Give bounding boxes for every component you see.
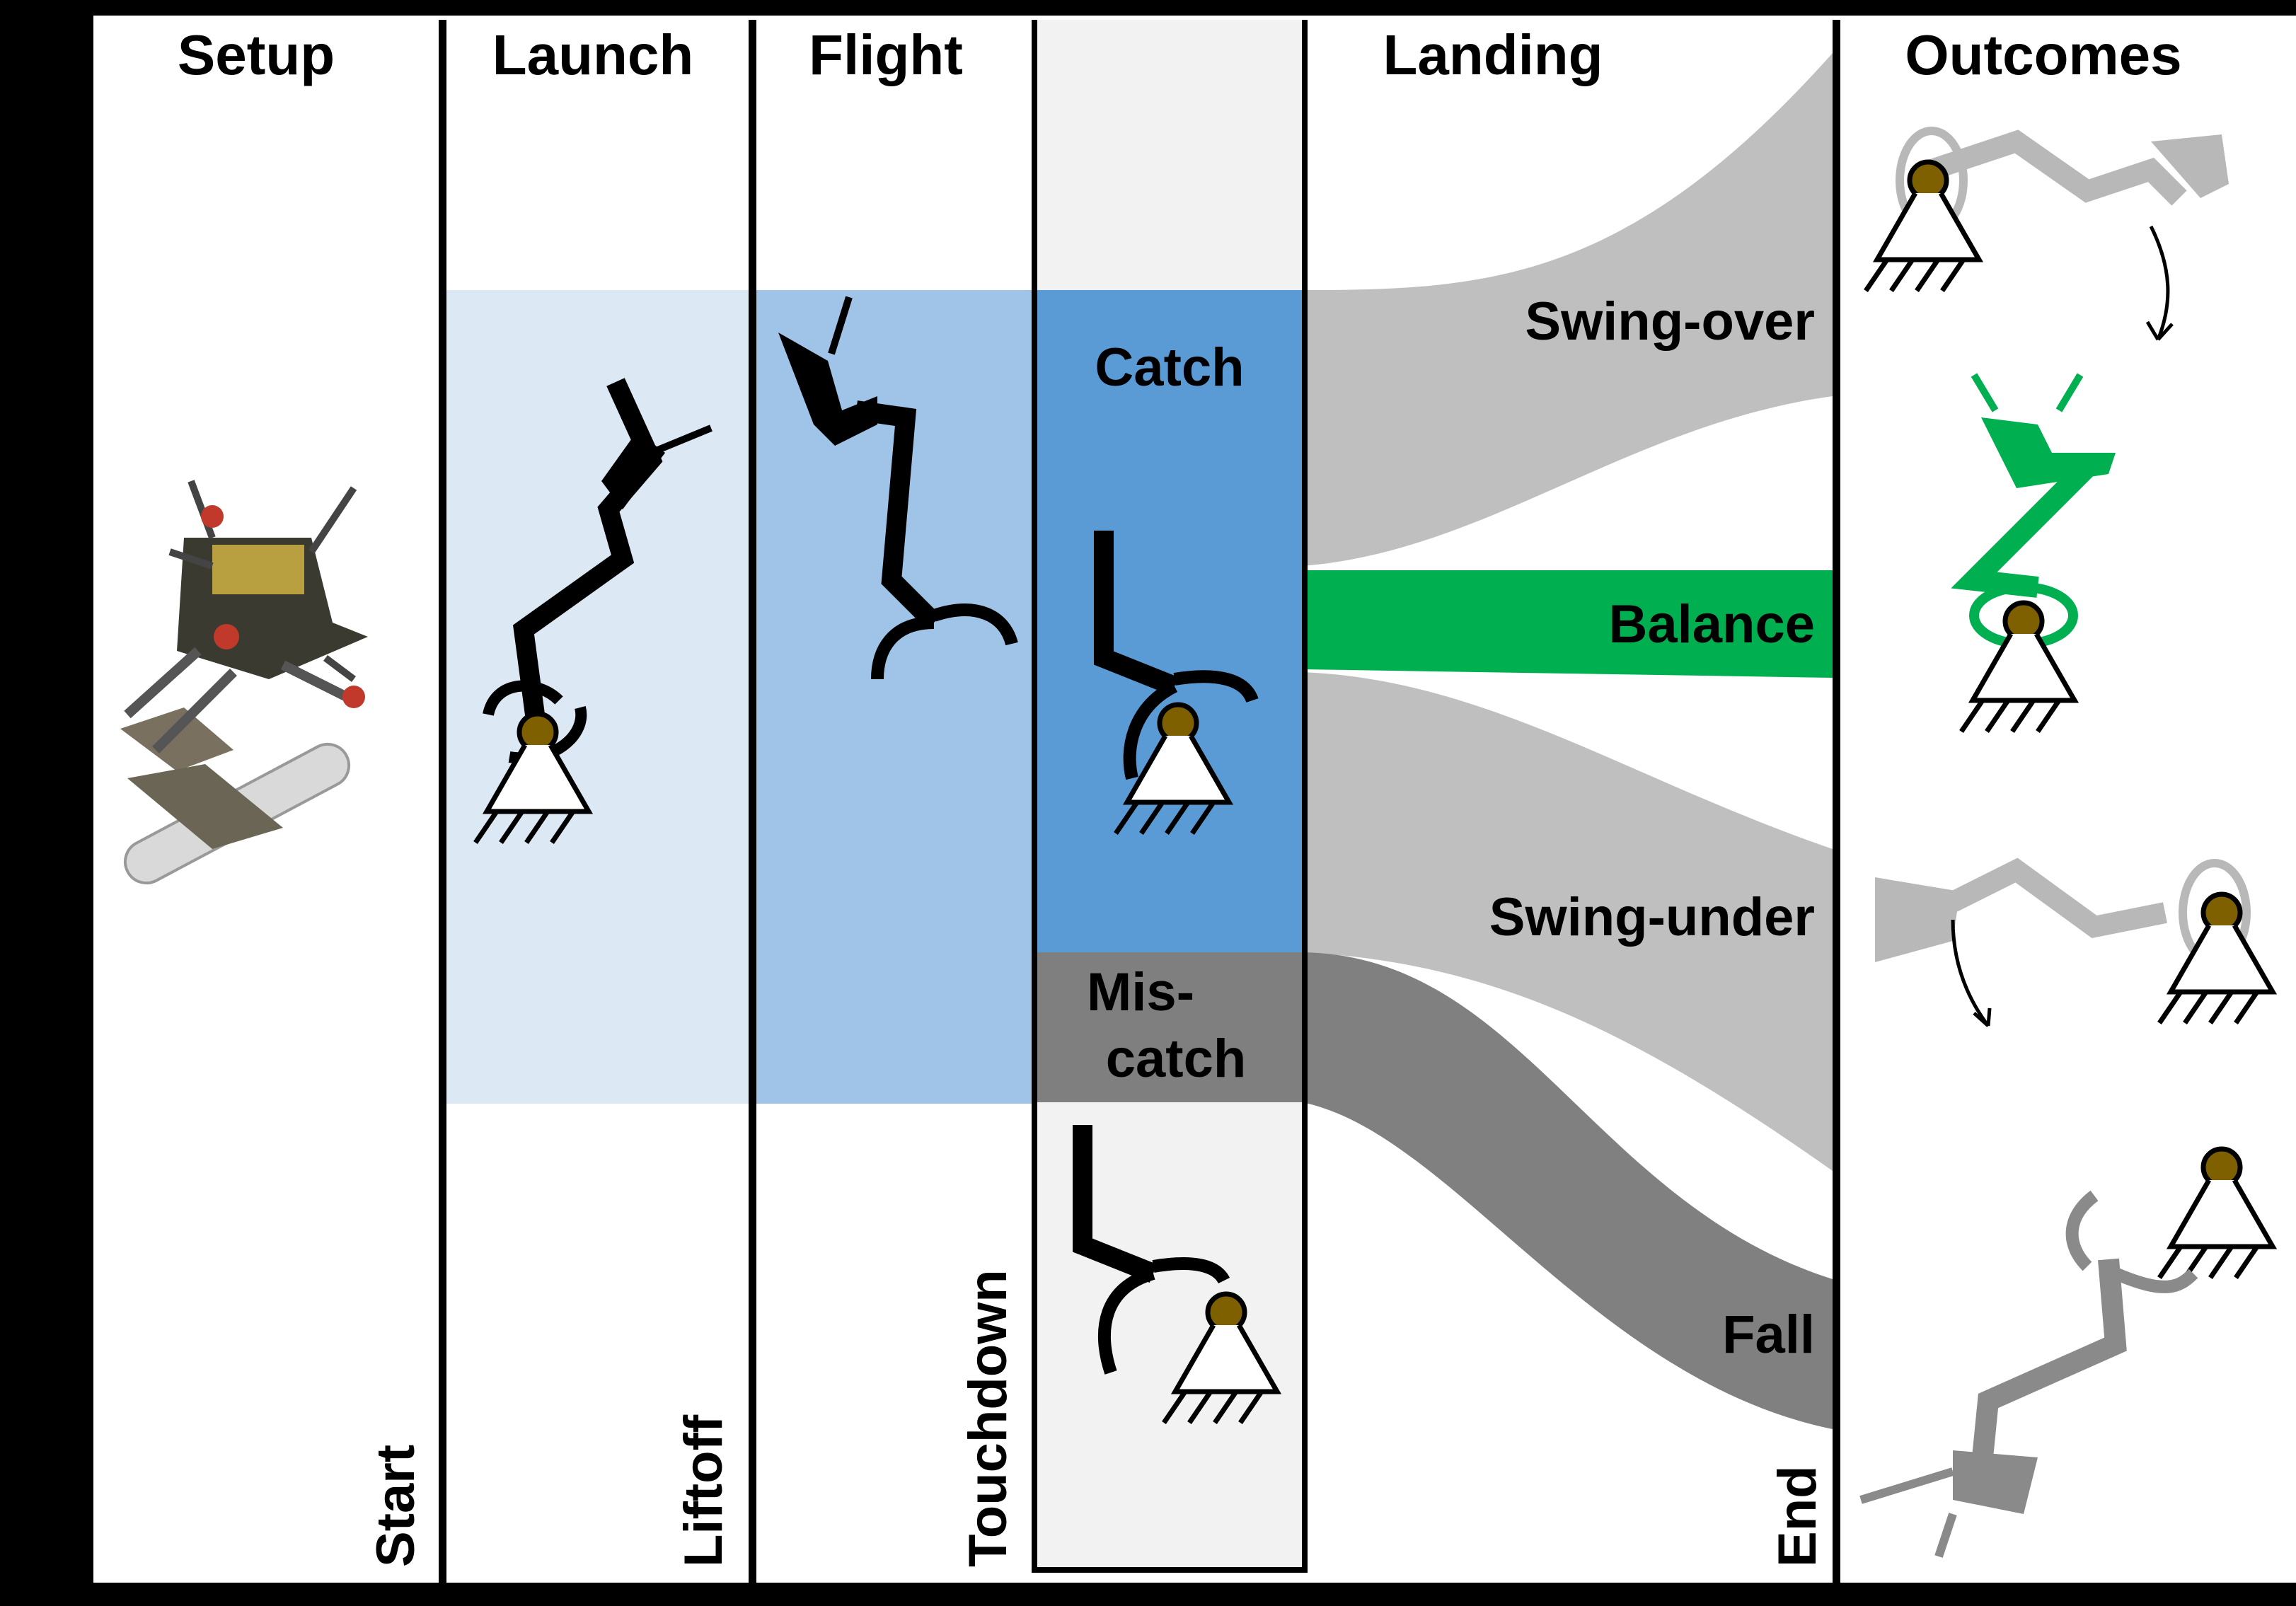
outcome-balance: Balance (1609, 594, 1816, 654)
event-start: Start (366, 1445, 426, 1567)
divider-touchdown (749, 20, 756, 1583)
panel-left-border (1032, 20, 1037, 1573)
header-setup: Setup (178, 23, 335, 86)
outcome-swing-over: Swing-over (1525, 291, 1815, 352)
header-landing: Landing (1383, 23, 1603, 86)
header-outcomes: Outcomes (1905, 23, 2181, 86)
stage-catch: Catch (1095, 337, 1244, 398)
header-flight: Flight (809, 23, 963, 86)
robot-silhouette-flight (778, 296, 1018, 680)
outcome-fall: Fall (1722, 1305, 1815, 1365)
divider-end (1833, 20, 1840, 1583)
stage-miscatch-line1: Mis- (1087, 962, 1194, 1022)
event-touchdown: Touchdown (958, 1269, 1018, 1567)
rotation-arrow-icon (2149, 225, 2170, 340)
event-end: End (1767, 1465, 1828, 1567)
robot-photo-icon (120, 480, 368, 885)
divider-liftoff (439, 20, 446, 1583)
stage-miscatch-line2: catch (1106, 1029, 1247, 1089)
rotation-arrow-icon (1951, 919, 1990, 1027)
robot-silhouette-catch (1094, 531, 1259, 833)
event-liftoff: Liftoff (674, 1414, 734, 1567)
robot-silhouette-launch (475, 378, 713, 843)
flow-fall (1302, 952, 1833, 1429)
flow-balance (1302, 570, 1833, 678)
flow-swing-over (1302, 53, 1833, 566)
robot-silhouette-miscatch (1073, 1125, 1277, 1423)
header-launch: Launch (492, 23, 693, 86)
miscatch-band (1037, 952, 1302, 1102)
robot-silhouette-swing-over (1866, 127, 2229, 341)
panel-right-border (1302, 20, 1308, 1573)
robot-silhouette-fall (1859, 1149, 2273, 1558)
catch-band (1037, 290, 1302, 952)
flow-swing-under (1302, 672, 1833, 1171)
outcome-swing-under: Swing-under (1489, 887, 1815, 947)
robot-silhouette-balance (1951, 373, 2116, 732)
panel-bottom-border (1032, 1567, 1308, 1573)
robot-silhouette-swing-under (1875, 857, 2273, 1027)
